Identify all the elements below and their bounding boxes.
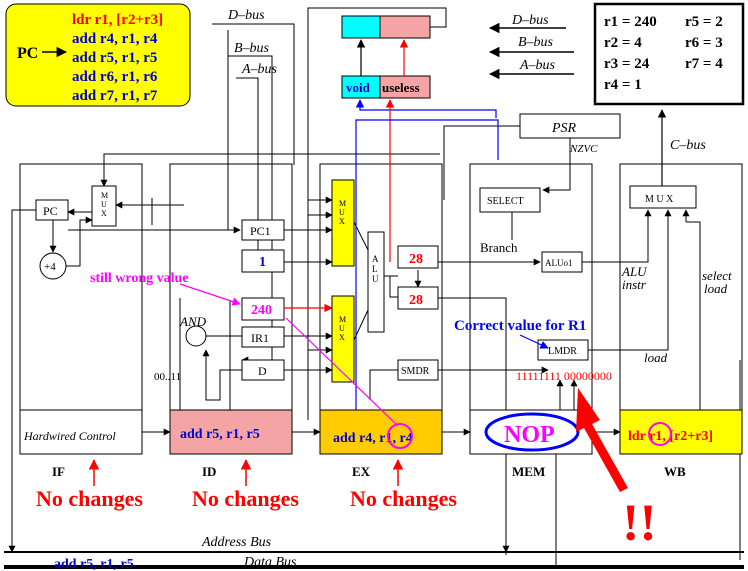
- nop-highlight: [484, 412, 580, 452]
- b-bus-label-right: B–bus: [518, 35, 554, 50]
- if-stage-content: Hardwired Control: [23, 429, 116, 443]
- register-value: r1 = 240: [604, 14, 657, 30]
- data-bus-label: Data Bus: [243, 555, 297, 570]
- wb-r1-highlight: [648, 422, 672, 446]
- d-bus-label-left: D–bus: [227, 8, 265, 23]
- red-alert-arrow: [576, 388, 628, 492]
- program-box: PC ldr r1, [r2+r3] add r4, r1, r4 add r5…: [5, 3, 191, 107]
- ex-stage-content: add r4, r1, r4: [333, 431, 413, 446]
- program-instruction: add r5, r1, r5: [72, 50, 157, 66]
- exclaim-annotation: !!: [622, 495, 657, 552]
- select-unit: [479, 187, 541, 213]
- reg240-label: 240: [251, 303, 272, 318]
- correct-value-annotation: Correct value for R1: [454, 318, 586, 334]
- ir1-label: IR1: [251, 331, 269, 345]
- register-value: r4 = 1: [604, 77, 642, 93]
- smdr-label: SMDR: [401, 366, 430, 377]
- reg240-register: [241, 297, 285, 321]
- top-result-boxes: void useless: [307, 7, 447, 420]
- program-instruction: add r7, r1, r7: [72, 88, 158, 104]
- alu-unit: [367, 231, 385, 333]
- no-changes-annotation: No changes: [192, 486, 299, 511]
- register-value: r6 = 3: [685, 35, 723, 51]
- address-bus-label: Address Bus: [201, 535, 272, 550]
- mem-stage-label: MEM: [512, 464, 545, 479]
- val28-bottom-label: 28: [409, 293, 423, 308]
- and-label: AND: [179, 314, 207, 329]
- ex-r1-highlight: [387, 423, 413, 449]
- wb-mux-label: M U X: [645, 194, 674, 205]
- register-value: r2 = 4: [604, 35, 642, 51]
- a-bus-label-left: A–bus: [241, 62, 278, 77]
- still-wrong-annotation: still wrong value: [90, 271, 189, 286]
- binary-value: 11111111 00000000: [516, 369, 612, 383]
- no-changes-annotation: No changes: [36, 486, 143, 511]
- ex-stage-label: EX: [352, 464, 371, 479]
- program-pc-label: PC: [17, 45, 38, 62]
- program-instruction: add r6, r1, r6: [72, 69, 158, 85]
- id-stage-box: [169, 409, 293, 455]
- register-value: r3 = 24: [604, 56, 650, 72]
- lmdr-label: LMDR: [548, 346, 577, 357]
- id-stage-label: ID: [202, 464, 216, 479]
- id-stage-content: add r5, r1, r5: [180, 427, 260, 442]
- psr-flags: NZVC: [569, 143, 598, 155]
- useless-label: useless: [382, 80, 420, 95]
- data-bus-value: add r5, r1, r5: [54, 557, 134, 571]
- d-label: D: [258, 364, 267, 378]
- aluo1-label: ALUo1: [545, 258, 573, 268]
- val28-top-label: 28: [409, 252, 423, 267]
- zero-eleven-label: 00..11: [154, 371, 181, 383]
- pc-register-label: PC: [43, 204, 58, 218]
- program-instruction: add r4, r1, r4: [72, 31, 158, 47]
- ex-stage-box: [319, 409, 443, 455]
- b-bus-label-left: B–bus: [234, 41, 270, 56]
- one-label: 1: [259, 255, 266, 270]
- void-label: void: [346, 80, 371, 95]
- one-register: [241, 249, 285, 273]
- c-bus-label: C–bus: [670, 138, 706, 153]
- wb-stage-box: [619, 409, 743, 455]
- wb-mux: [629, 185, 697, 209]
- if-mux: [91, 185, 117, 227]
- register-value: r5 = 2: [685, 14, 723, 30]
- branch-label: Branch: [480, 240, 518, 255]
- psr-label: PSR: [551, 121, 577, 136]
- no-changes-annotation: No changes: [350, 486, 457, 511]
- val28-top-register: [397, 245, 439, 269]
- select-label: SELECT: [487, 196, 524, 207]
- load-label: load: [644, 350, 668, 365]
- if-stage-label: IF: [52, 464, 65, 479]
- plus4-label: +4: [44, 261, 56, 273]
- register-file-box: r1 = 240 r2 = 4 r3 = 24 r4 = 1 r5 = 2 r6…: [593, 2, 745, 106]
- wb-stage-label: WB: [664, 464, 686, 479]
- d-bus-label-right: D–bus: [511, 13, 549, 28]
- register-value: r7 = 4: [685, 56, 723, 72]
- program-instruction: ldr r1, [r2+r3]: [72, 12, 163, 28]
- ir1-register: [241, 326, 285, 348]
- pc1-label: PC1: [250, 224, 271, 238]
- if-stage-box: [19, 409, 143, 455]
- mem-stage-content: NOP: [504, 422, 555, 448]
- a-bus-label-right: A–bus: [519, 58, 556, 73]
- and-gate: [185, 325, 207, 347]
